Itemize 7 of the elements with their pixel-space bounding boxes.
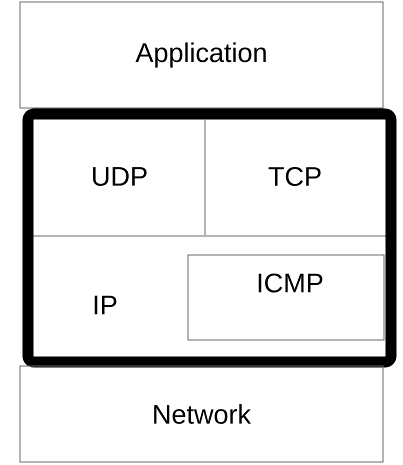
layer-cell: IP [94,296,116,314]
layer-cell: UDP [93,167,147,186]
highlight-frame [22,108,396,368]
layer-box: Application [20,2,384,108]
layer-box: Network [20,366,384,462]
layer-cell: TCP [268,166,321,186]
layer-box: ICMP [188,254,384,340]
